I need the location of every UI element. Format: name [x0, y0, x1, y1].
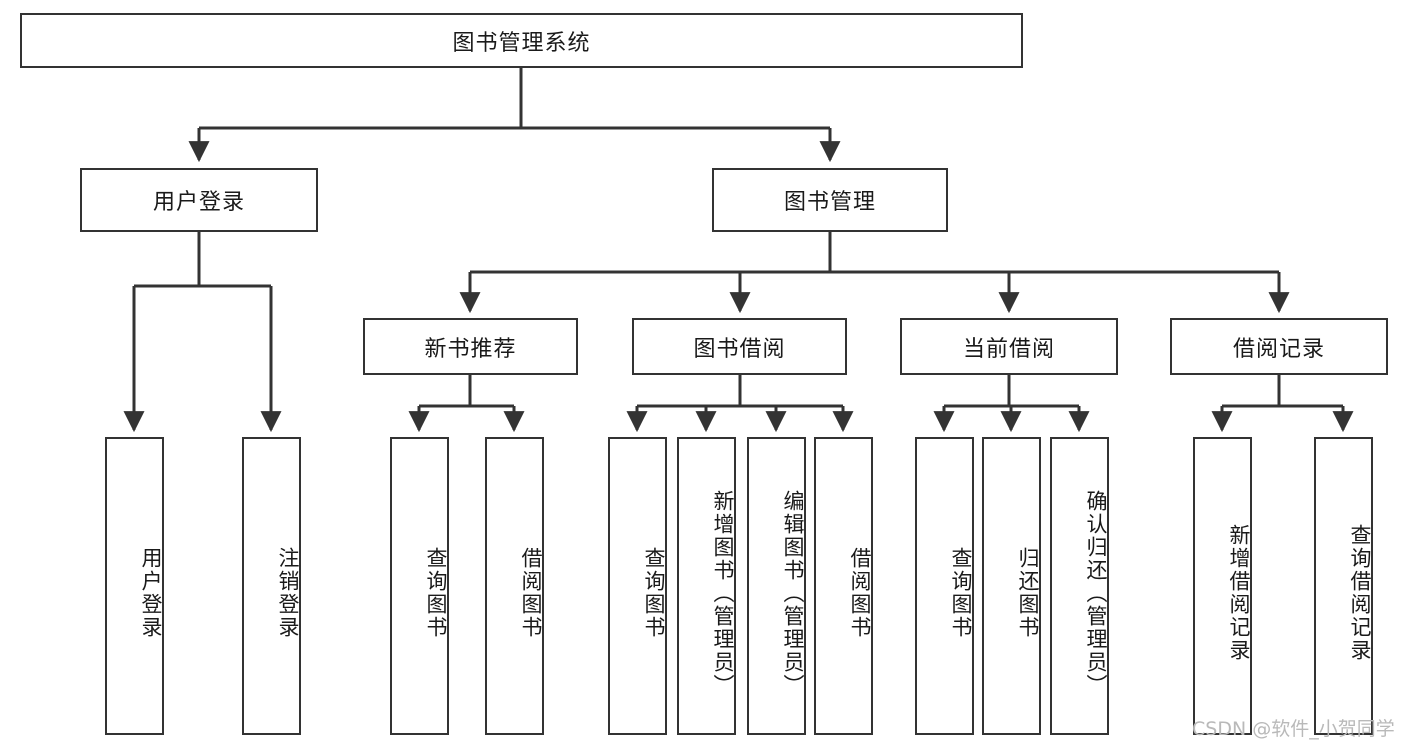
- leaf-user-login-login[interactable]: 用户登录: [105, 437, 164, 735]
- leaf-label: 查询图书: [642, 547, 666, 639]
- leaf-book-borrow-query[interactable]: 查询图书: [608, 437, 667, 735]
- node-new-book-recommend-label: 新书推荐: [424, 336, 517, 362]
- leaf-label: 借阅图书: [848, 547, 872, 639]
- node-borrow-record-label: 借阅记录: [1232, 336, 1325, 362]
- node-new-book-recommend[interactable]: 新书推荐: [363, 318, 578, 375]
- leaf-new-book-borrow[interactable]: 借阅图书: [485, 437, 544, 735]
- node-user-login-label: 用户登录: [152, 190, 245, 215]
- leaf-new-book-query[interactable]: 查询图书: [390, 437, 449, 735]
- leaf-current-borrow-return[interactable]: 归还图书: [982, 437, 1041, 735]
- leaf-label: 借阅图书: [519, 547, 543, 639]
- leaf-book-borrow-add[interactable]: 新增图书（管理员）: [677, 437, 736, 735]
- node-book-management-label: 图书管理: [783, 190, 876, 215]
- node-current-borrow-label: 当前借阅: [962, 336, 1055, 362]
- leaf-user-login-logout[interactable]: 注销登录: [242, 437, 301, 735]
- leaf-label: 用户登录: [139, 547, 163, 639]
- leaf-borrow-record-query[interactable]: 查询借阅记录: [1314, 437, 1373, 735]
- node-book-borrow-label: 图书借阅: [693, 336, 786, 362]
- leaf-label: 归还图书: [1016, 547, 1040, 639]
- node-root-label: 图书管理系统: [452, 30, 591, 56]
- leaf-label: 查询图书: [949, 547, 973, 639]
- leaf-label: 编辑图书（管理员）: [781, 489, 805, 697]
- leaf-label: 新增图书（管理员）: [711, 489, 735, 697]
- leaf-label: 注销登录: [276, 547, 300, 639]
- leaf-label: 查询图书: [424, 547, 448, 639]
- node-borrow-record[interactable]: 借阅记录: [1170, 318, 1388, 375]
- node-user-login[interactable]: 用户登录: [80, 168, 318, 232]
- node-book-management[interactable]: 图书管理: [712, 168, 948, 232]
- node-root[interactable]: 图书管理系统: [20, 13, 1023, 68]
- watermark: CSDN @软件_小贺同学: [1192, 718, 1395, 740]
- leaf-current-borrow-confirm-return[interactable]: 确认归还（管理员）: [1050, 437, 1109, 735]
- node-current-borrow[interactable]: 当前借阅: [900, 318, 1118, 375]
- leaf-borrow-record-add[interactable]: 新增借阅记录: [1193, 437, 1252, 735]
- leaf-current-borrow-query[interactable]: 查询图书: [915, 437, 974, 735]
- leaf-book-borrow-edit[interactable]: 编辑图书（管理员）: [747, 437, 806, 735]
- leaf-label: 确认归还（管理员）: [1084, 489, 1108, 697]
- node-book-borrow[interactable]: 图书借阅: [632, 318, 847, 375]
- leaf-label: 新增借阅记录: [1227, 524, 1251, 662]
- leaf-book-borrow-borrow[interactable]: 借阅图书: [814, 437, 873, 735]
- leaf-label: 查询借阅记录: [1348, 524, 1372, 662]
